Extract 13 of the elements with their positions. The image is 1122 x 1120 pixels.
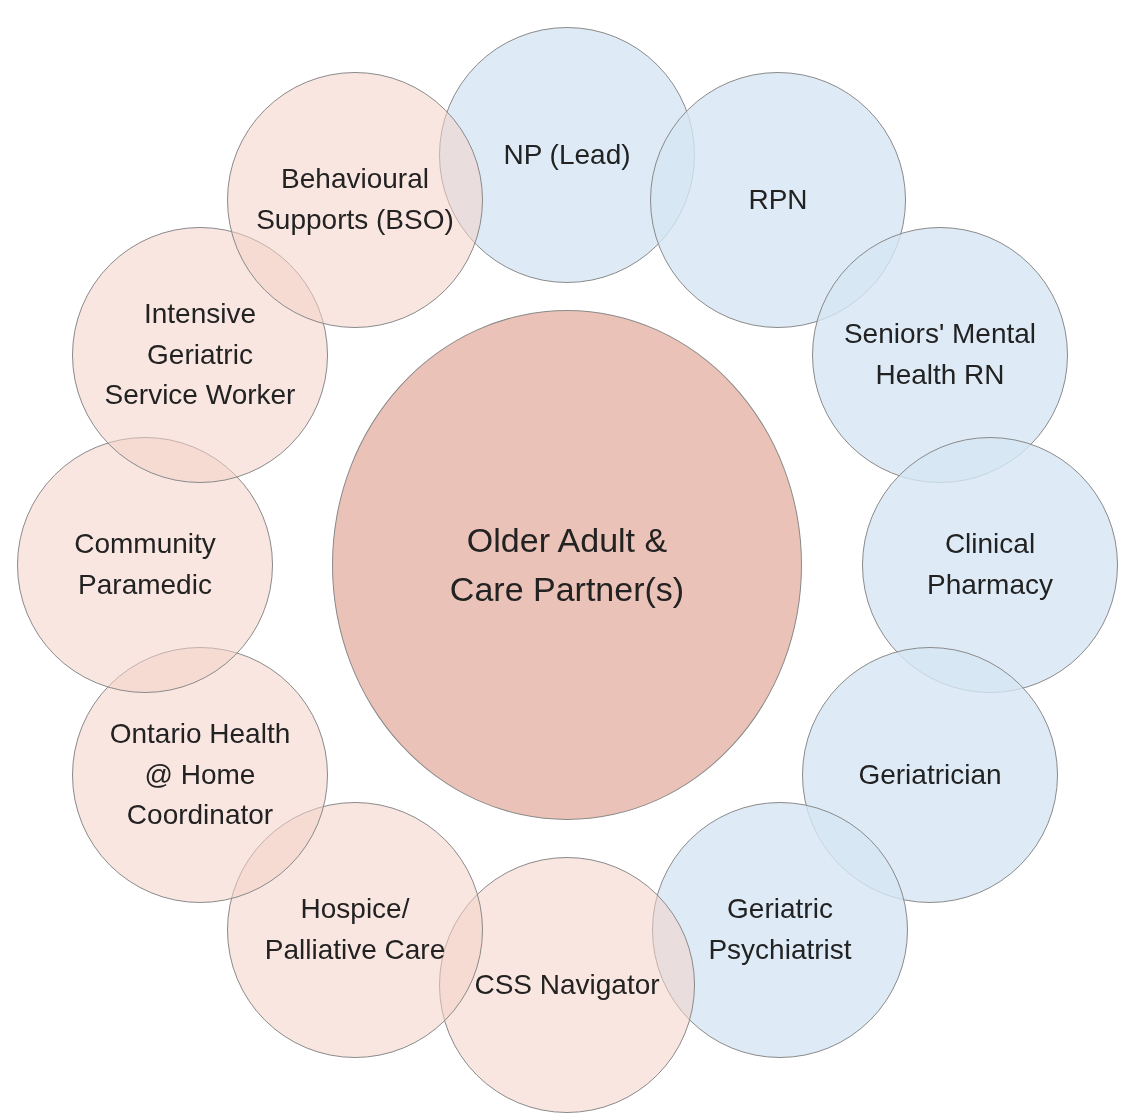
role-label: NP (Lead) — [502, 137, 632, 172]
role-label: Hospice/ Palliative Care — [263, 892, 447, 967]
role-label: Seniors' Mental Health RN — [842, 317, 1038, 392]
role-label: Community Paramedic — [73, 527, 217, 602]
role-label: Geriatric Psychiatrist — [707, 892, 853, 967]
role-label: Ontario Health @ Home Coordinator — [108, 717, 292, 833]
role-label: Older Adult & Care Partner(s) — [448, 519, 686, 610]
role-label: CSS Navigator — [473, 967, 661, 1002]
role-label: Clinical Pharmacy — [925, 527, 1054, 602]
role-label: Behavioural Supports (BSO) — [255, 162, 455, 237]
role-label: RPN — [747, 182, 809, 217]
role-label: Intensive Geriatric Service Worker — [103, 297, 297, 413]
role-label: Geriatrician — [857, 757, 1003, 792]
